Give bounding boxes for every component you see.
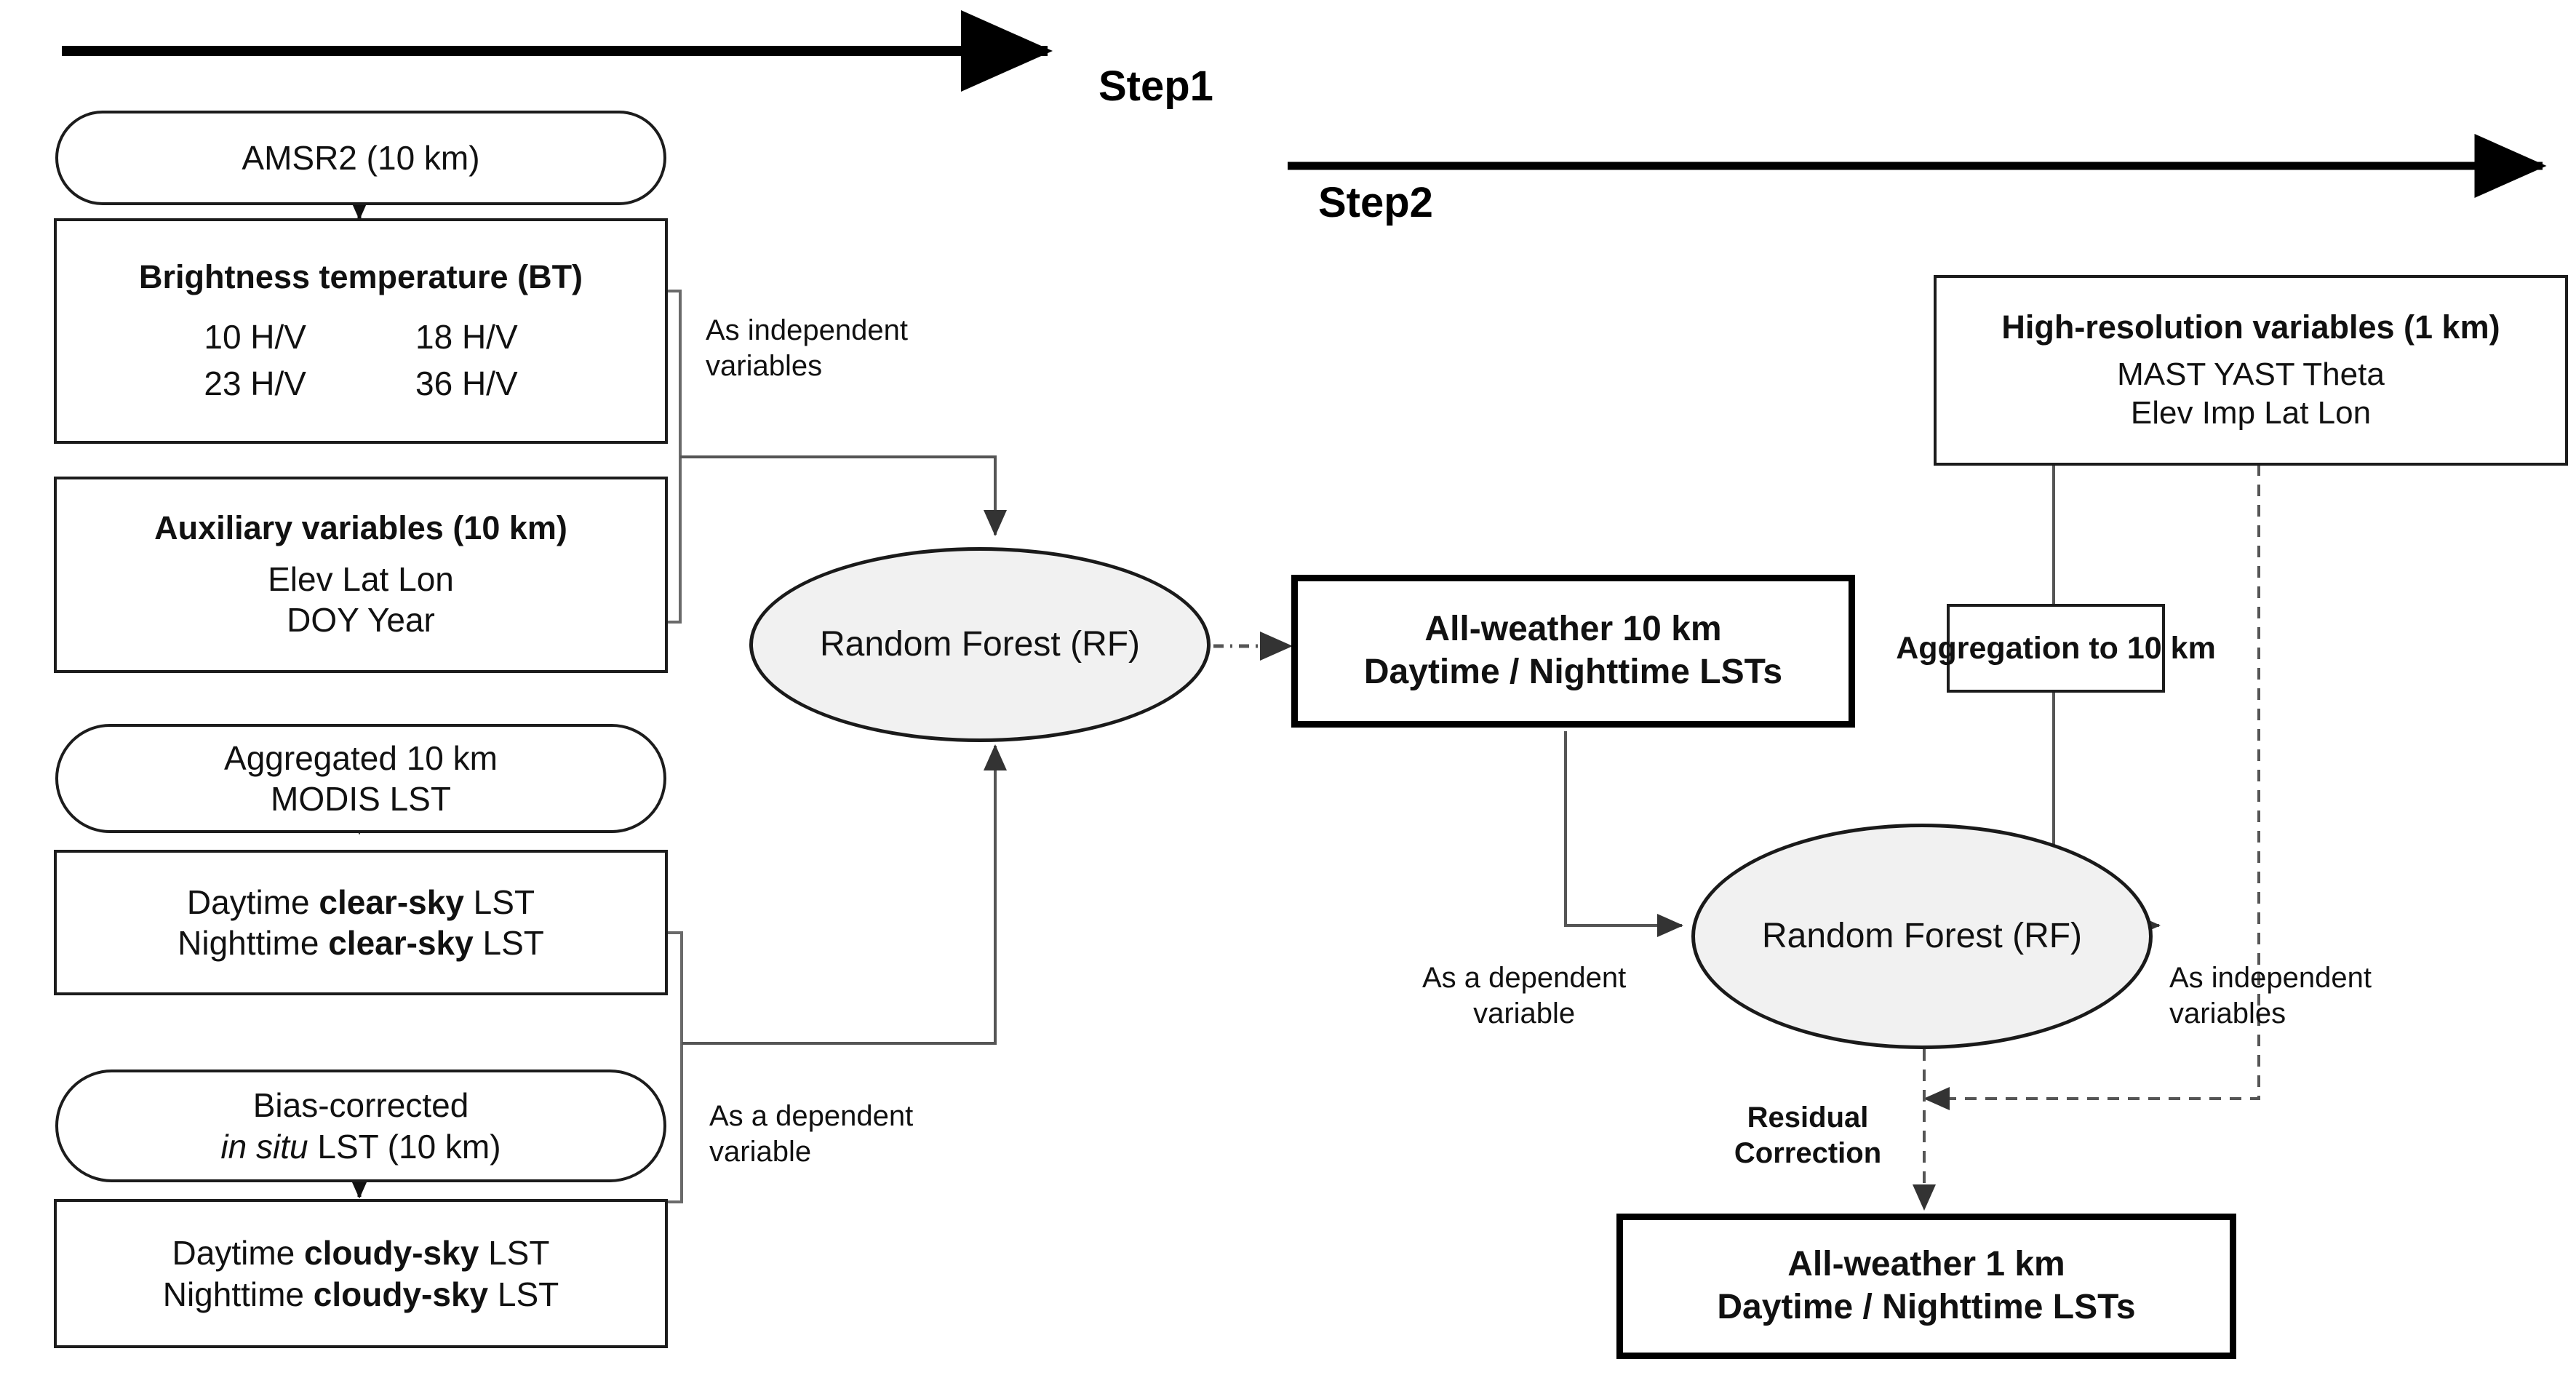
- modis-line2: MODIS LST: [271, 780, 451, 818]
- allweather10km-line2: Daytime / Nighttime LSTs: [1363, 653, 1783, 691]
- amsr2-label: AMSR2 (10 km): [242, 138, 480, 177]
- step1-label: Step1: [1098, 63, 1213, 110]
- auxiliary-line2: DOY Year: [287, 601, 435, 640]
- step2-label: Step2: [1318, 179, 1433, 226]
- node-all-weather-10km-output[interactable]: All-weather 1 km All-weather 10 km Dayti…: [1291, 575, 1855, 728]
- auxiliary-line1: Elev Lat Lon: [268, 560, 454, 599]
- node-cloudy-sky-lst[interactable]: Daytime cloudy-sky LST Nighttime cloudy-…: [54, 1199, 668, 1348]
- label-residual-correction: Residual Correction: [1734, 1102, 1882, 1169]
- bracket-independent-step1: [658, 290, 1007, 624]
- cloudysky-nighttime: Nighttime cloudy-sky LST: [162, 1275, 559, 1313]
- brightness-36hv: 36 H/V: [415, 365, 518, 403]
- node-random-forest-step1[interactable]: Random Forest (RF): [749, 547, 1211, 742]
- brightness-10hv: 10 H/V: [204, 318, 306, 357]
- node-high-resolution-variables[interactable]: High-resolution variables (1 km) MAST YA…: [1934, 275, 2568, 466]
- edge-allweather10km-to-rf2: [1564, 731, 1683, 937]
- rf1-label: Random Forest (RF): [819, 624, 1141, 664]
- node-bias-corrected-insitu-lst[interactable]: Bias-corrected in situ LST (10 km): [55, 1070, 666, 1182]
- node-random-forest-step2[interactable]: Random Forest (RF): [1691, 824, 2153, 1049]
- allweather10km-line1: All-weather 10 km: [1424, 610, 1722, 649]
- modis-line1: Aggregated 10 km: [224, 738, 498, 777]
- brightness-23hv: 23 H/V: [204, 365, 306, 403]
- brightness-title: Brightness temperature (BT): [138, 258, 583, 296]
- allweather1km-line1: All-weather 1 km: [1787, 1245, 2065, 1284]
- label-independent-variables-step2: As independent variables: [2169, 962, 2372, 1029]
- allweather1km-line2: Daytime / Nighttime LSTs: [1717, 1288, 2136, 1326]
- label-dependent-variable-step1: As a dependent variable: [709, 1100, 914, 1168]
- node-aggregation-to-10km[interactable]: Aggregation to 10 km: [1896, 604, 2216, 693]
- bias-line2: in situ LST (10 km): [220, 1127, 501, 1166]
- bias-line1: Bias-corrected: [252, 1086, 469, 1125]
- label-dependent-variable-step2: As a dependent variable: [1422, 962, 1627, 1029]
- clearsky-nighttime: Nighttime clear-sky LST: [178, 924, 544, 962]
- node-amsr2[interactable]: AMSR2 (10 km): [55, 111, 666, 205]
- highres-line1: MAST YAST Theta: [2117, 356, 2385, 392]
- highres-title: High-resolution variables (1 km): [2001, 308, 2500, 346]
- rf2-label: Random Forest (RF): [1761, 916, 2083, 955]
- node-auxiliary-variables[interactable]: Auxiliary variables (10 km) Elev Lat Lon…: [54, 477, 668, 673]
- auxiliary-title: Auxiliary variables (10 km): [154, 509, 567, 547]
- highres-line2: Elev Imp Lat Lon: [2130, 395, 2372, 431]
- clearsky-daytime: Daytime clear-sky LST: [186, 883, 535, 921]
- bracket-dependent-step1: [658, 744, 1007, 1203]
- cloudysky-daytime: Daytime cloudy-sky LST: [172, 1234, 550, 1272]
- brightness-18hv: 18 H/V: [415, 318, 518, 357]
- edge-highres-residual-dashed: [1923, 464, 2260, 1110]
- label-independent-variables-step1: As independent variables: [706, 314, 909, 382]
- node-all-weather-1km-output[interactable]: All-weather 1 km Daytime / Nighttime LST…: [1616, 1214, 2236, 1359]
- node-aggregated-modis-lst[interactable]: Aggregated 10 km MODIS LST: [55, 724, 666, 833]
- aggregation-title: Aggregation to 10 km: [1896, 630, 2216, 666]
- node-clear-sky-lst[interactable]: Daytime clear-sky LST Nighttime clear-sk…: [54, 850, 668, 995]
- node-brightness-temperature[interactable]: Brightness temperature (BT) 10 H/V 23 H/…: [54, 218, 668, 444]
